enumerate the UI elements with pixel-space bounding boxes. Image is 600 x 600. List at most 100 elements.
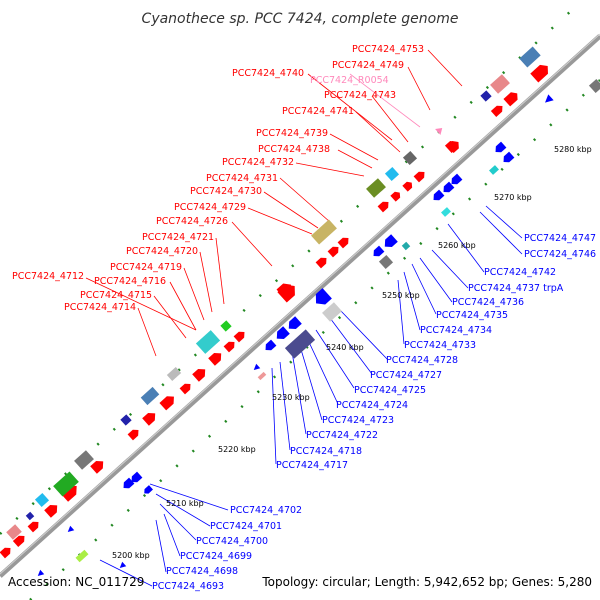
leader-4738 [337,149,373,169]
feature-box-teal [401,241,411,251]
top-gene-labels: PCC7424_4753PCC7424_4749PCC7424_R0054PCC… [12,44,424,313]
gene-label[interactable]: PCC7424_4740 [232,68,304,79]
gene-label[interactable]: PCC7424_4753 [352,44,424,55]
gene-label[interactable]: PCC7424_4737 trpA [468,283,564,294]
forward-gene-arrow [179,383,191,395]
feature-box-navy [480,90,492,102]
reverse-gene-arrow [253,363,261,371]
gene-label[interactable]: PCC7424_4731 [206,173,278,184]
gene-label[interactable]: PCC7424_4717 [276,460,348,471]
backbone-highlight [0,33,600,575]
leader-4699 [163,513,181,557]
gene-label[interactable]: PCC7424_4739 [256,128,328,139]
gene-label[interactable]: PCC7424_4722 [306,430,378,441]
gene-label[interactable]: PCC7424_4727 [370,370,442,381]
genome-backbone [0,33,600,578]
feature-box-navy [120,414,132,426]
gene-label[interactable]: PCC7424_4720 [126,246,198,257]
gene-label[interactable]: PCC7424_4735 [436,310,508,321]
gene-label[interactable]: PCC7424_4718 [290,446,362,457]
leader-4714 [137,307,157,357]
gene-label[interactable]: PCC7424_4712 [12,271,84,282]
reverse-gene-arrow [451,173,463,185]
gene-label[interactable]: PCC7424_4728 [386,355,458,366]
gene-label[interactable]: PCC7424_4719 [110,262,182,273]
gene-label[interactable]: PCC7424_4725 [354,385,426,396]
gene-label[interactable]: PCC7424_4746 [524,249,596,260]
feature-box-cyan [195,330,221,354]
gene-label[interactable]: PCC7424_4734 [420,325,492,336]
leader-4743 [371,95,409,143]
leader-4735 [411,263,437,315]
leader-4702 [149,483,229,511]
gene-label[interactable]: PCC7424_4693 [152,581,224,592]
feature-box-navy [25,511,35,521]
gene-label[interactable]: PCC7424_4714 [64,302,136,313]
reverse-gene-arrow [288,316,302,330]
reverse-gene-arrow [67,525,75,533]
forward-gene-arrow [127,429,139,441]
leader-4753 [427,49,463,87]
gene-label[interactable]: PCC7424_4715 [80,290,152,301]
leader-4734 [403,271,421,331]
gene-label[interactable]: PCC7424_4747 [524,233,596,244]
leader-4712 [85,277,197,331]
reverse-gene-arrow [144,485,153,494]
leader-4723 [299,345,323,421]
forward-gene-arrow [444,140,457,154]
forward-gene-arrow [0,547,11,559]
gene-label[interactable]: PCC7424_4724 [336,400,408,411]
gene-label[interactable]: PCC7424_4741 [282,106,354,117]
leader-4729 [247,207,313,235]
leader-R0054 [349,73,421,128]
leader-4742 [447,223,485,273]
gene-label[interactable]: PCC7424_4730 [190,186,262,197]
gene-label[interactable]: PCC7424_4716 [94,276,166,287]
reverse-gene-arrow [119,561,127,569]
leader-4746 [479,211,523,255]
forward-gene-arrow [233,331,245,343]
leader-4740 [307,73,393,141]
reverse-gene-arrow [495,141,507,153]
gene-label[interactable]: PCC7424_4732 [222,157,294,168]
gene-label[interactable]: PCC7424_4723 [322,415,394,426]
gene-label[interactable]: PCC7424_R0054 [310,75,389,86]
gene-label[interactable]: PCC7424_4721 [142,232,214,243]
gene-label[interactable]: PCC7424_4743 [324,90,396,101]
leader-4717 [271,367,277,465]
feature-box-steelblue [519,46,541,68]
gene-label[interactable]: PCC7424_4698 [166,566,238,577]
bottom-leader-lines [99,205,523,587]
gene-label[interactable]: PCC7424_4726 [156,216,228,227]
gene-label[interactable]: PCC7424_4729 [174,202,246,213]
feature-box-cyan [34,492,50,508]
gene-label[interactable]: PCC7424_4742 [484,267,556,278]
feature-box-gray [402,150,418,166]
leader-4701 [155,493,211,527]
feature-box-salmon [490,74,510,94]
gene-label[interactable]: PCC7424_4733 [404,340,476,351]
leader-4725 [315,329,355,389]
feature-box-gray [378,254,394,270]
gene-label[interactable]: PCC7424_4749 [332,60,404,71]
leader-4722 [291,351,307,435]
gene-label[interactable]: PCC7424_4736 [452,297,524,308]
gene-label[interactable]: PCC7424_4738 [258,144,330,155]
reverse-gene-arrow [37,569,45,577]
gene-label[interactable]: PCC7424_4700 [196,536,268,547]
feature-box-khaki [311,219,337,245]
gene-label[interactable]: PCC7424_4701 [210,521,282,532]
leader-4737 [431,249,469,289]
kbp-label: 5220 kbp [218,445,256,454]
forward-gene-arrow [390,191,401,202]
reverse-gene-arrow [123,477,135,489]
leader-4721 [215,237,225,305]
gene-label[interactable]: PCC7424_4699 [180,551,252,562]
reverse-gene-arrow [384,234,398,248]
feature-box-salmon [6,524,22,540]
kbp-label: 5260 kbp [438,241,476,250]
feature-box-gray [74,450,94,470]
gene-label[interactable]: PCC7424_4702 [230,505,302,516]
